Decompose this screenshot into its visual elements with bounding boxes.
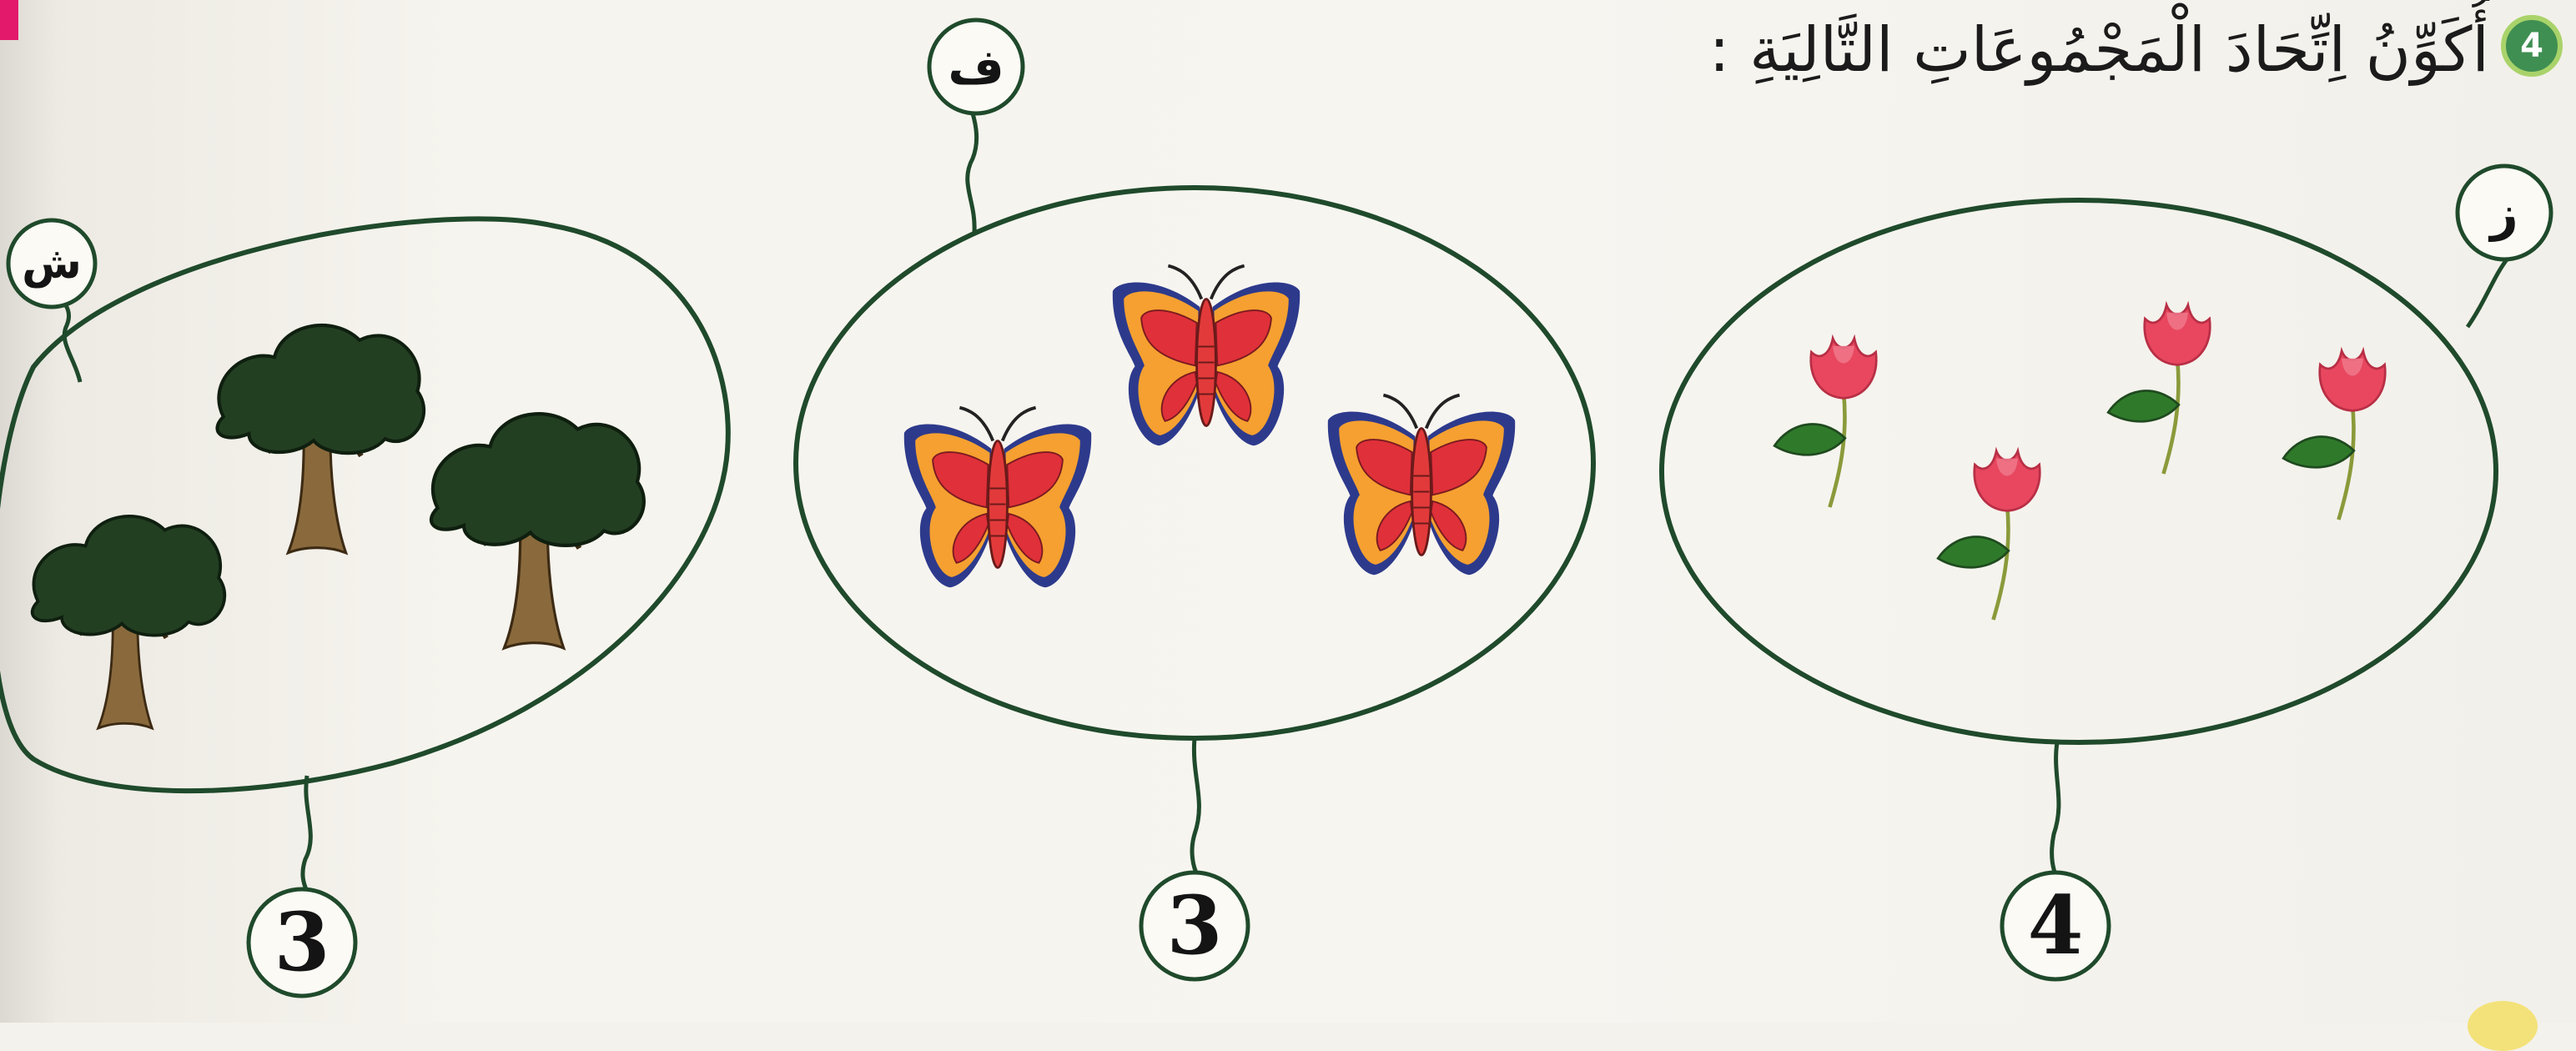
- set-z-name-circle: [2455, 163, 2553, 262]
- set-f-name-leader: [965, 113, 979, 233]
- set-f-name-circle: [927, 18, 1025, 116]
- set-f-count: 3: [1166, 878, 1223, 973]
- tree-icon: [217, 325, 424, 553]
- page-background: [0, 0, 2576, 1023]
- tree-icon: [33, 516, 225, 728]
- set-sh-count-leader: [300, 775, 313, 893]
- butterfly-icon: [1110, 264, 1302, 448]
- set-sh-name-leader: [60, 299, 83, 383]
- set-f-count-circle: [1139, 870, 1250, 982]
- set-z-group: [1659, 163, 2553, 982]
- butterfly-icon: [1326, 393, 1517, 577]
- set-sh-name: ش: [22, 239, 82, 289]
- set-sh-count-circle: [246, 887, 358, 998]
- set-z-count-circle: [2000, 870, 2111, 982]
- flower-icon: [1938, 451, 2040, 620]
- page-edge-mark: [0, 0, 18, 40]
- set-z-name-leader: [2465, 257, 2509, 329]
- page-fold-shadow: [0, 0, 58, 1023]
- exercise-number-badge: 4: [2501, 15, 2563, 77]
- set-z-count-leader: [2050, 742, 2063, 886]
- tree-icon: [431, 414, 644, 648]
- set-f-count-leader: [1190, 737, 1201, 878]
- flower-icon: [2283, 351, 2385, 520]
- set-z-count: 4: [2027, 878, 2084, 973]
- flower-icon: [1774, 339, 1876, 507]
- set-z-name: ز: [2490, 185, 2518, 242]
- set-sh-group: [0, 216, 731, 998]
- set-sh-ellipse: [0, 216, 731, 794]
- set-f-group: [793, 18, 1596, 982]
- exercise-instruction: أُكَوِّنُ اِتِّحَادَ الْمَجْمُوعَاتِ الت…: [1708, 14, 2489, 86]
- set-f-name: ف: [948, 38, 1004, 95]
- set-sh-count: 3: [274, 895, 330, 989]
- sets-illustration: [0, 18, 2553, 998]
- flower-icon: [2108, 305, 2210, 474]
- set-sh-name-circle: [6, 218, 98, 309]
- butterfly-icon: [902, 405, 1094, 590]
- set-z-ellipse: [1659, 198, 2498, 745]
